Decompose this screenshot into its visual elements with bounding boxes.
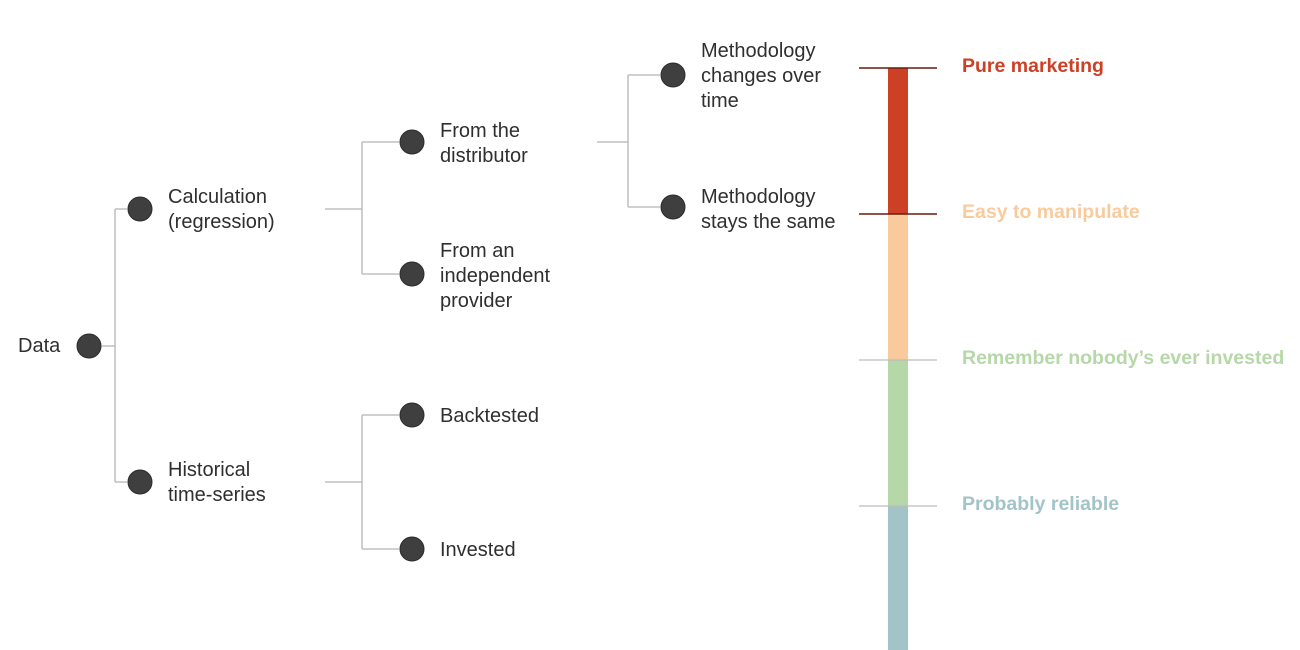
scale-segment-pure-marketing — [888, 68, 908, 214]
connector-root-to-branches — [102, 208, 127, 483]
scale-label-pure-marketing: Pure marketing — [962, 55, 1104, 77]
connector-calculation-to-sources — [325, 141, 399, 275]
connector-historical-to-types — [325, 414, 399, 550]
node-label-calculation: Calculation (regression) — [168, 186, 275, 233]
node-label-methodology-same: Methodology stays the same — [701, 186, 836, 233]
node-label-from-distributor: From the distributor — [440, 120, 528, 167]
scale-label-nobody-invested: Remember nobody’s ever invested — [962, 347, 1285, 369]
scale-segment-nobody-invested — [888, 360, 908, 506]
node-dot-methodology-changes — [660, 62, 686, 88]
connectors — [102, 74, 660, 550]
node-dot-calculation — [127, 196, 153, 222]
node-label-invested: Invested — [440, 539, 516, 561]
reliability-scale-bar — [859, 67, 937, 650]
node-dot-from-distributor — [399, 129, 425, 155]
node-dot-methodology-same — [660, 194, 686, 220]
scale-label-easy-to-manipulate: Easy to manipulate — [962, 201, 1140, 223]
node-label-historical: Historical time-series — [168, 459, 266, 506]
node-label-independent-provider: From an independent provider — [440, 240, 551, 312]
node-dot-backtested — [399, 402, 425, 428]
node-label-data: Data — [18, 335, 61, 357]
connector-distributor-to-methodology — [597, 74, 660, 208]
node-label-methodology-changes: Methodology changes over time — [701, 40, 822, 112]
node-label-backtested: Backtested — [440, 405, 539, 427]
nodes — [76, 62, 686, 562]
scale-segment-probably-reliable — [888, 506, 908, 650]
node-dot-data — [76, 333, 102, 359]
node-dot-historical — [127, 469, 153, 495]
node-dot-independent-provider — [399, 261, 425, 287]
scale-segment-easy-to-manipulate — [888, 214, 908, 360]
scale-label-probably-reliable: Probably reliable — [962, 493, 1120, 515]
node-dot-invested — [399, 536, 425, 562]
